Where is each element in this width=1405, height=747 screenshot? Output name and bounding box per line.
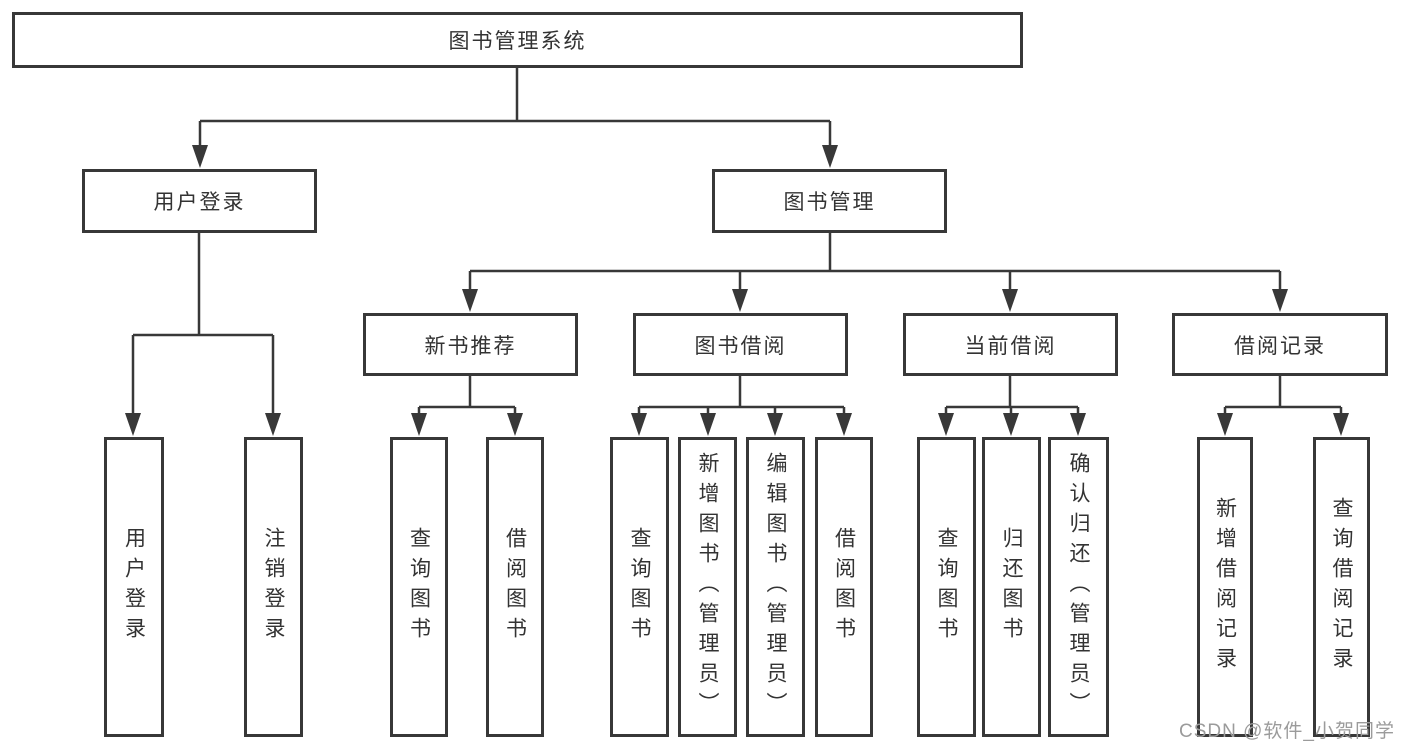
node-add-borrow-record: 新增借阅记录	[1197, 437, 1253, 737]
node-label: 查询图书	[935, 527, 958, 647]
node-query-books-current: 查询图书	[917, 437, 976, 737]
node-return-books: 归还图书	[982, 437, 1041, 737]
node-label: 查询图书	[407, 527, 431, 647]
node-label: 借阅图书	[832, 527, 856, 647]
arrowheads	[125, 145, 1349, 436]
node-label: 新增图书（管理员）	[696, 452, 719, 722]
node-query-books-recommend: 查询图书	[390, 437, 448, 737]
node-label: 编辑图书（管理员）	[764, 452, 787, 722]
node-book-borrowing: 图书借阅	[633, 313, 848, 376]
node-library-management-system: 图书管理系统	[12, 12, 1023, 68]
node-borrow-books-recommend: 借阅图书	[486, 437, 544, 737]
node-label: 确认归还（管理员）	[1067, 452, 1090, 722]
node-label: 新增借阅记录	[1213, 497, 1237, 677]
node-borrow-books-leaf: 借阅图书	[815, 437, 873, 737]
node-query-borrow-record: 查询借阅记录	[1313, 437, 1370, 737]
node-borrowing-records: 借阅记录	[1172, 313, 1388, 376]
node-label: 用户登录	[122, 527, 146, 647]
node-new-book-recommendation: 新书推荐	[363, 313, 578, 376]
node-label: 借阅图书	[503, 527, 527, 647]
node-query-books-borrowing: 查询图书	[610, 437, 669, 737]
node-logout: 注销登录	[244, 437, 303, 737]
node-book-management-branch: 图书管理	[712, 169, 947, 233]
node-add-books-admin: 新增图书（管理员）	[678, 437, 737, 737]
node-user-login-leaf: 用户登录	[104, 437, 164, 737]
node-user-login-branch: 用户登录	[82, 169, 317, 233]
node-label: 查询图书	[628, 527, 651, 647]
node-label: 查询借阅记录	[1330, 497, 1353, 677]
node-label: 注销登录	[262, 527, 285, 647]
csdn-watermark: CSDN @软件_小贺同学	[1179, 721, 1395, 742]
node-edit-books-admin: 编辑图书（管理员）	[746, 437, 805, 737]
node-current-borrowing: 当前借阅	[903, 313, 1118, 376]
node-label: 归还图书	[1000, 527, 1023, 647]
node-confirm-return-admin: 确认归还（管理员）	[1048, 437, 1109, 737]
